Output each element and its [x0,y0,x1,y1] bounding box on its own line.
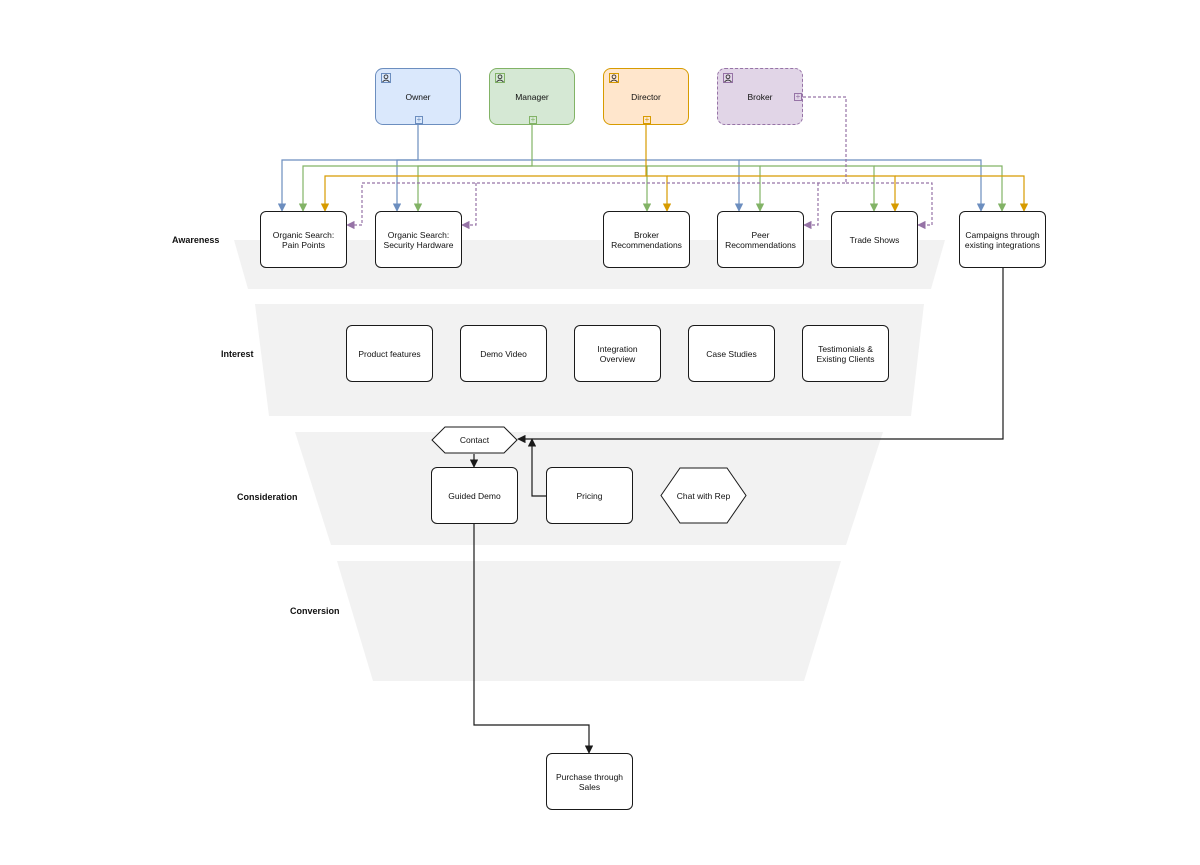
person-icon [381,73,391,83]
connector-broker-organic-pain [346,96,847,230]
node-label-line: Organic Search: [272,229,335,240]
connector-guided-demo-purchase [473,524,594,754]
stage-label-consideration: Consideration [237,492,298,502]
connector-director-campaigns [895,175,1029,212]
node-label: Testimonials &Existing Clients [816,344,874,364]
node-label: Contact [459,435,490,445]
node-organic-search-pain-points[interactable]: Organic Search:Pain Points [260,211,347,268]
node-trade-shows[interactable]: Trade Shows [831,211,918,268]
node-label-line: Broker [633,229,660,240]
node-pricing[interactable]: Pricing [546,467,633,524]
connector-pricing-contact [527,438,546,497]
expand-icon[interactable]: + [529,115,537,124]
node-label-line: Existing Clients [816,353,875,364]
node-label: Guided Demo [448,490,501,501]
node-label: Organic Search:Security Hardware [384,230,454,250]
actor-manager[interactable]: Manager + [489,68,575,125]
connector-owner-campaigns [739,159,986,212]
node-label: Chat with Rep [676,490,731,501]
connector-broker-peer-recs [803,183,819,230]
node-label-line: Peer [751,229,770,240]
node-label-line: Campaigns through [965,229,1040,240]
connector-manager-broker-recs [532,165,652,212]
node-label: Case Studies [706,348,757,359]
connector-owner-organic-pain [277,125,419,212]
node-label-line: Purchase through [555,771,624,782]
node-contact-hexagon[interactable]: Contact [431,426,518,454]
stage-label-interest: Interest [221,349,254,359]
actor-director-label: Director [631,91,661,102]
funnel-band-conversion [337,561,841,681]
node-label: Trade Shows [849,234,900,245]
node-label-line: Testimonials & [818,343,873,354]
node-label: Demo Video [480,348,527,359]
node-organic-search-security-hardware[interactable]: Organic Search:Security Hardware [375,211,462,268]
node-label: Product features [358,348,421,359]
node-integration-overview[interactable]: Integration Overview [574,325,661,382]
actor-broker-label: Broker [747,91,773,102]
connector-director-organic-pain [320,125,647,212]
node-label-line: Pain Points [281,239,325,250]
hexagon-shape [431,426,518,454]
node-label: Organic Search:Pain Points [273,230,334,250]
node-label-line: Recommendations [611,239,682,250]
node-chat-with-rep-hexagon[interactable]: Chat with Rep [660,467,747,524]
connector-director-trade-shows [667,175,900,212]
actor-owner[interactable]: Owner + [375,68,461,125]
node-case-studies[interactable]: Case Studies [688,325,775,382]
connector-manager-trade-shows [760,165,879,212]
node-testimonials-existing-clients[interactable]: Testimonials &Existing Clients [802,325,889,382]
actor-broker[interactable]: Broker + [717,68,803,125]
node-product-features[interactable]: Product features [346,325,433,382]
node-label-line: Sales [578,781,601,792]
node-guided-demo[interactable]: Guided Demo [431,467,518,524]
node-label-line: Security Hardware [383,239,454,250]
actor-owner-label: Owner [405,91,431,102]
connector-campaigns-contact [517,268,1004,444]
connector-owner-organic-hardware [392,159,418,212]
stage-label-awareness: Awareness [172,235,220,245]
node-label-line: Recommendations [725,239,796,250]
connector-director-broker-recs [646,175,672,212]
node-label: Integration Overview [597,343,638,364]
node-demo-video[interactable]: Demo Video [460,325,547,382]
connector-manager-peer-recs [647,165,765,212]
hexagon-shape [660,467,747,524]
connector-broker-organic-hardware [461,183,477,230]
connector-broker-trade-shows [846,182,933,230]
node-label: Pricing [576,490,603,501]
person-icon [609,73,619,83]
connector-manager-campaigns [874,165,1007,212]
node-label-line: existing integrations [964,239,1041,250]
node-label-line: Organic Search: [387,229,450,240]
actor-director[interactable]: Director + [603,68,689,125]
actor-manager-label: Manager [515,91,549,102]
expand-icon[interactable]: + [643,115,651,124]
connector-owner-peer-recs [418,159,744,212]
expand-icon[interactable]: + [794,92,802,101]
person-icon [495,73,505,83]
person-icon [723,73,733,83]
connector-manager-organic-hardware [413,165,532,212]
stage-label-conversion: Conversion [290,606,340,616]
expand-icon[interactable]: + [415,115,423,124]
